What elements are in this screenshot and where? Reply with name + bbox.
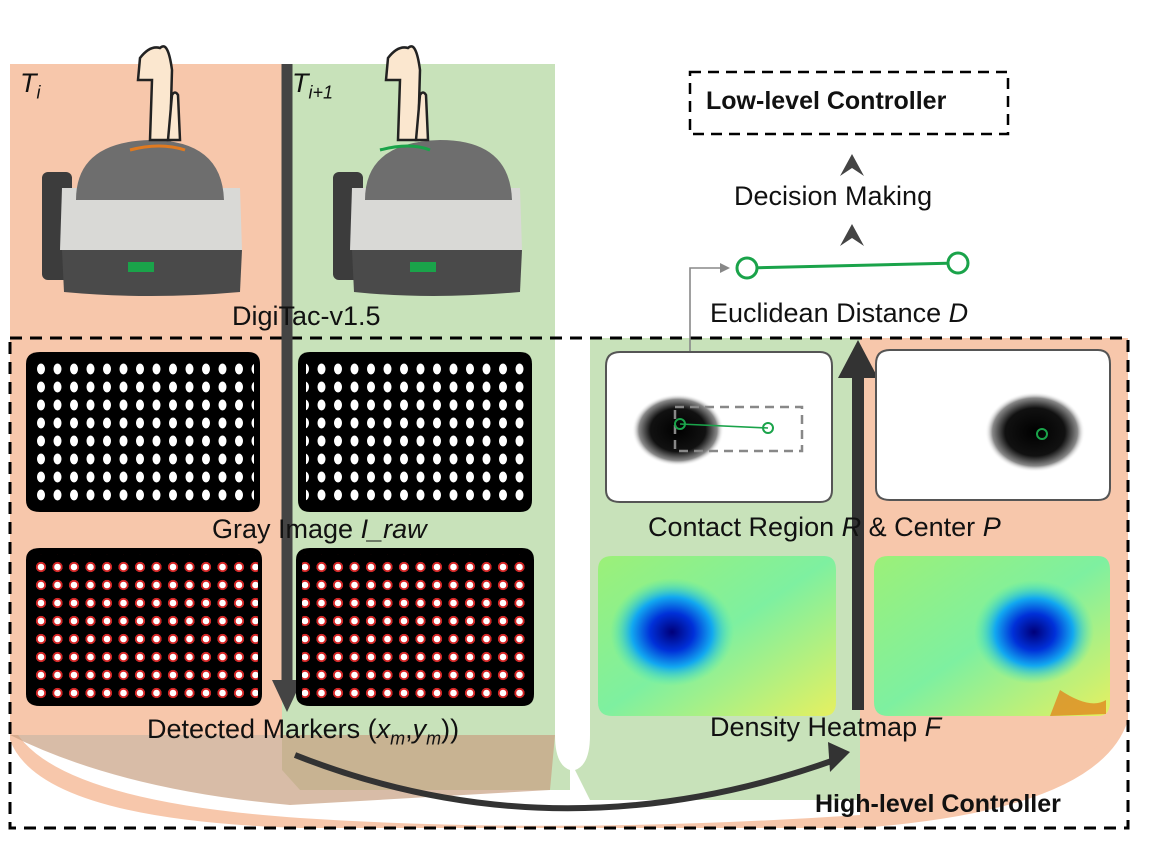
contact-region-label: Contact Region R & Center P bbox=[648, 512, 1001, 542]
device-label: DigiTac-v1.5 bbox=[232, 301, 381, 331]
sensor-device-ti1 bbox=[333, 140, 522, 296]
arrow-to-low-level bbox=[840, 154, 864, 176]
decision-making-label: Decision Making bbox=[734, 181, 933, 211]
contact-region-ti1 bbox=[875, 349, 1111, 501]
density-heatmap-ti1 bbox=[874, 556, 1110, 716]
density-heatmap-ti bbox=[598, 556, 836, 716]
low-level-controller-label: Low-level Controller bbox=[706, 87, 947, 115]
high-level-box bbox=[8, 336, 1130, 830]
arrow-to-decision bbox=[840, 224, 864, 246]
frame-label-ti1: Ti+1 bbox=[292, 68, 334, 103]
frame-label-ti: Ti bbox=[20, 68, 41, 103]
euclidean-distance-label: Euclidean Distance D bbox=[710, 298, 969, 328]
sensor-device-ti bbox=[42, 140, 242, 296]
low-level-box bbox=[688, 70, 1010, 136]
detected-markers-label: Detected Markers (xm,ym)) bbox=[147, 714, 460, 749]
curved-flow-arrow bbox=[293, 752, 842, 812]
bottom-swoosh-shade bbox=[10, 735, 555, 805]
high-level-controller-label: High-level Controller bbox=[815, 790, 1061, 818]
euclidean-distance-graphic bbox=[735, 251, 970, 280]
gray-image-label: Gray Image I_raw bbox=[212, 514, 427, 544]
contact-region-ti bbox=[605, 351, 833, 503]
density-heatmap-label: Density Heatmap F bbox=[710, 712, 942, 742]
hand-icon-ti bbox=[136, 45, 182, 142]
hand-icon-ti1 bbox=[384, 45, 430, 142]
